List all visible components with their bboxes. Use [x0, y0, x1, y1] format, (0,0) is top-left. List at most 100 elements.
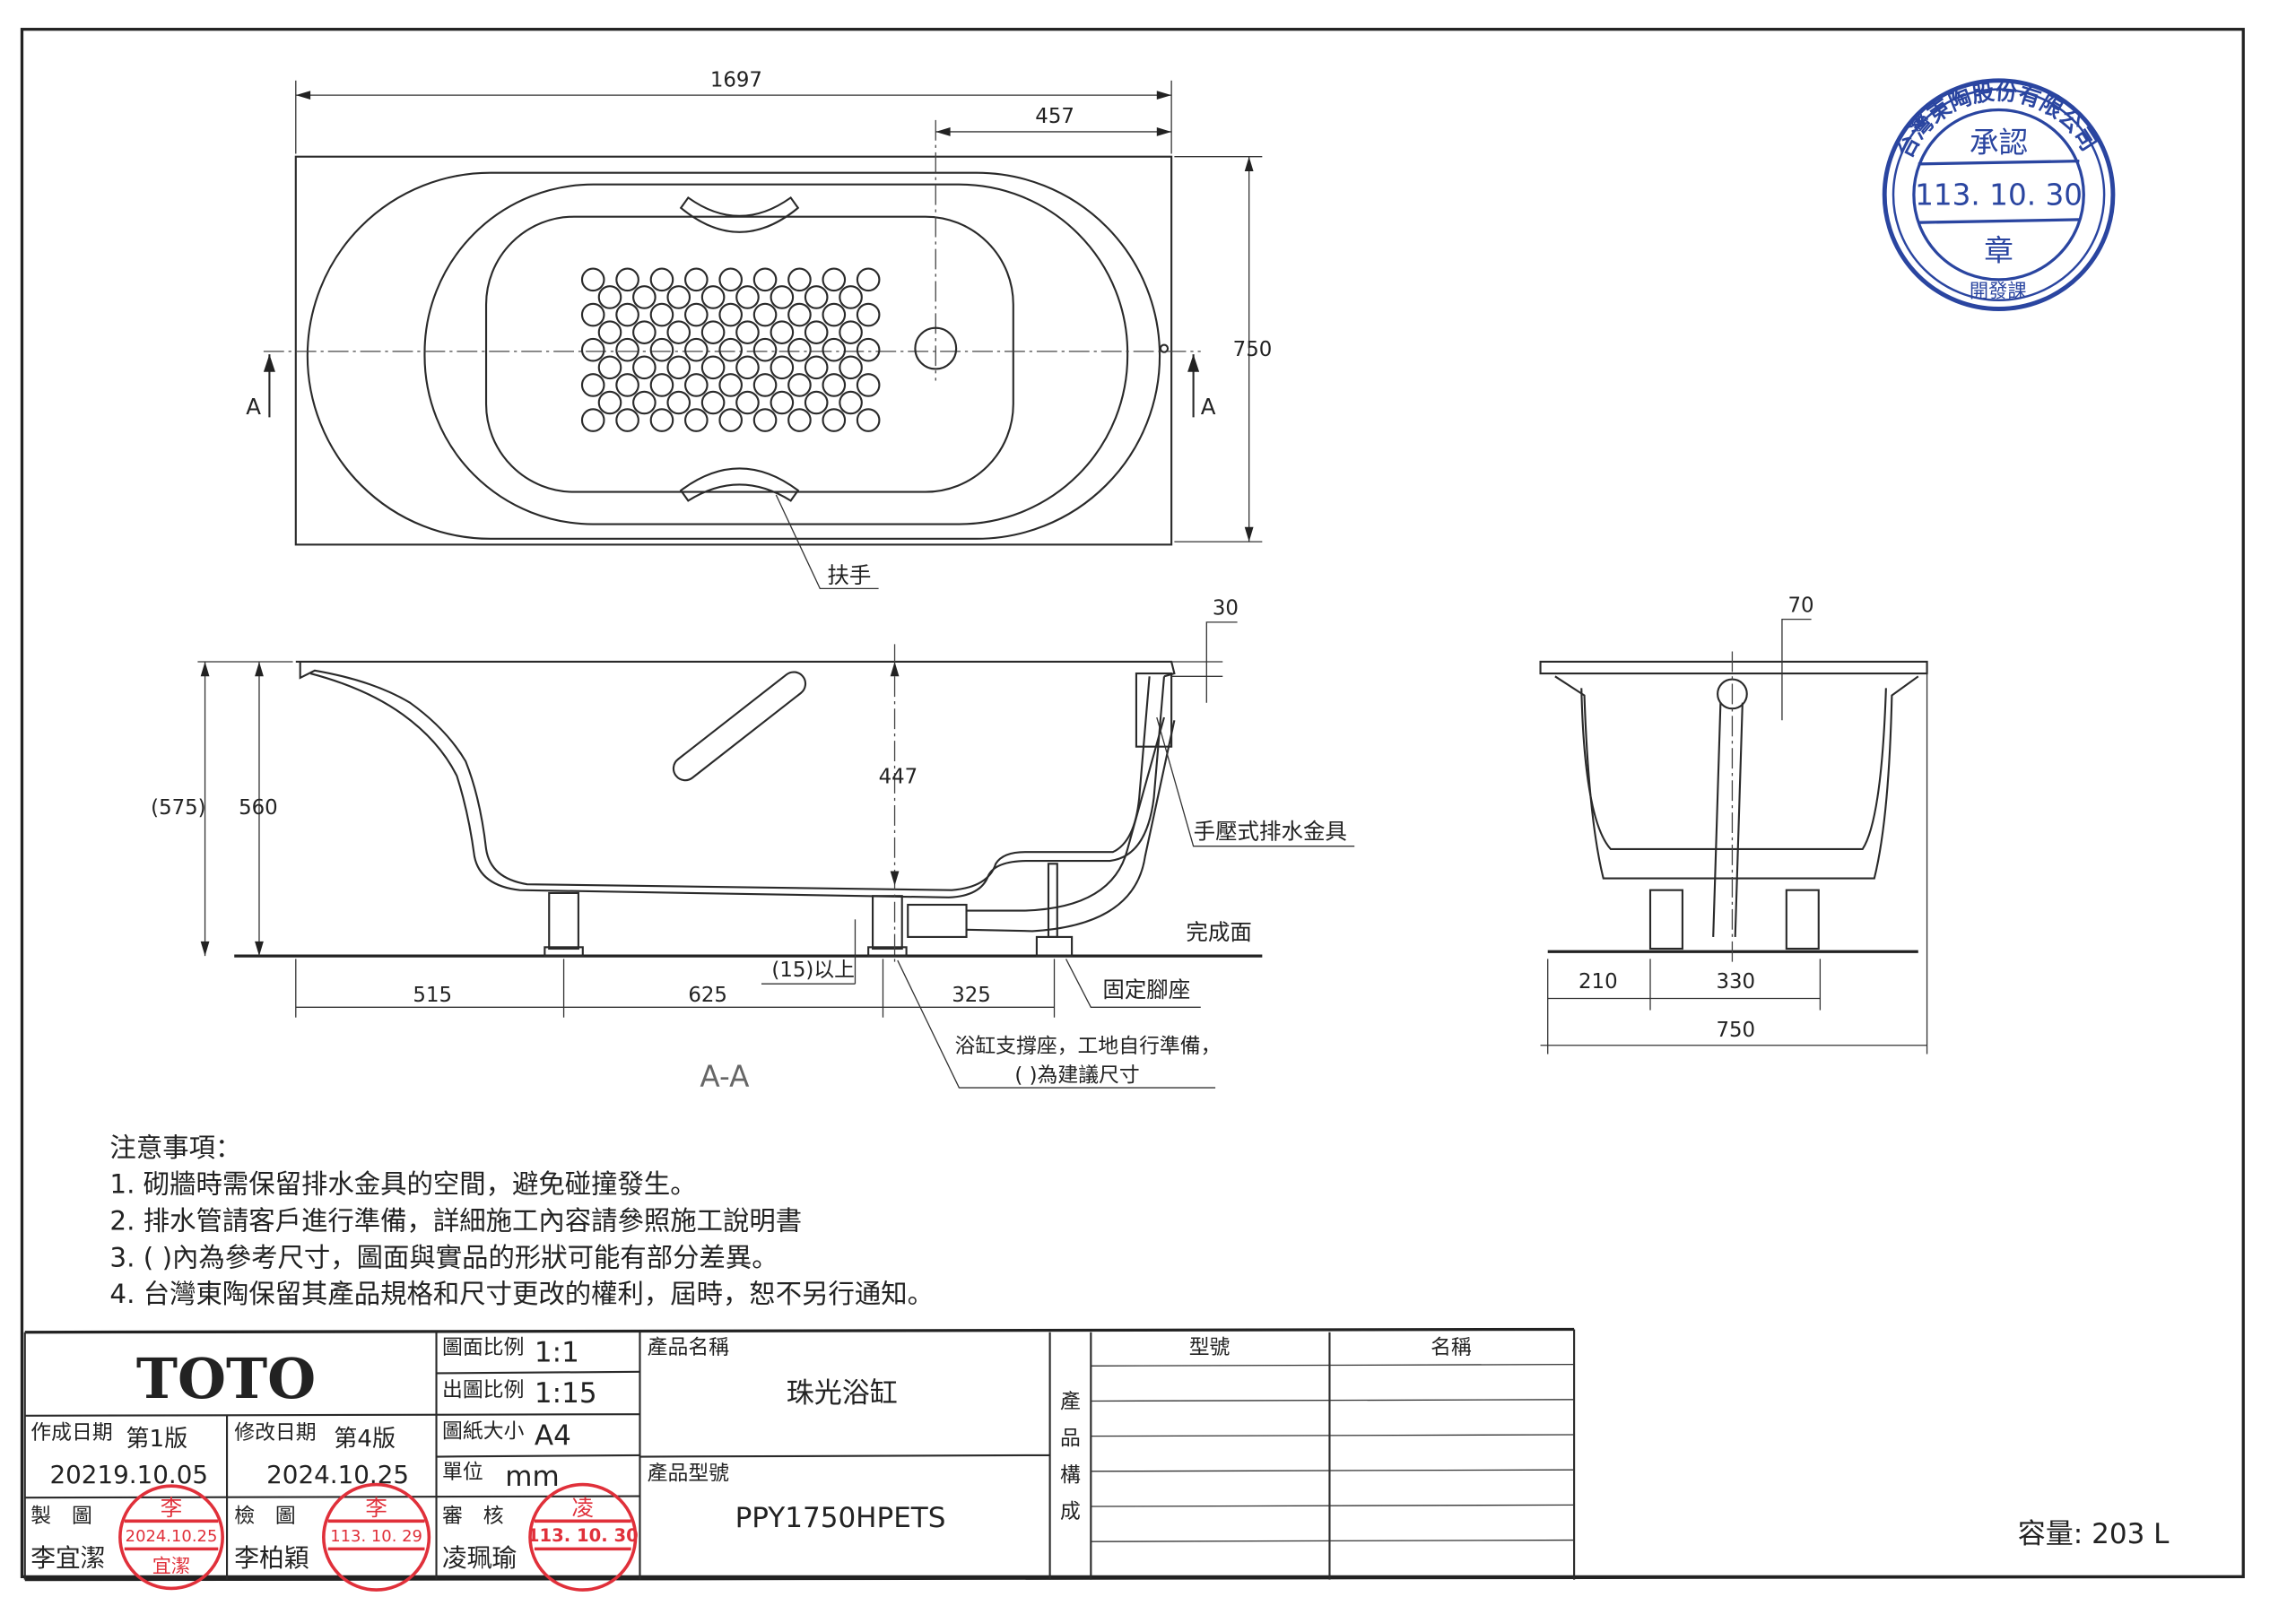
anti-slip-dot — [700, 320, 726, 344]
created-date: 20219.10.05 — [50, 1460, 209, 1489]
composition-label: 產 — [1060, 1391, 1081, 1414]
anti-slip-dot — [787, 302, 812, 327]
note-item: 1. 砌牆時需保留排水金具的空間，避免碰撞發生。 — [109, 1169, 696, 1200]
anti-slip-dot — [839, 320, 863, 344]
anti-slip-dot — [649, 337, 674, 362]
anti-slip-dot — [752, 337, 778, 362]
note-item: 4. 台灣東陶保留其產品規格和尺寸更改的權利，屆時，恕不另行通知。 — [109, 1279, 934, 1309]
anti-slip-dot-pattern — [580, 267, 881, 432]
anti-slip-dot — [615, 302, 639, 327]
anti-slip-dot — [615, 408, 639, 432]
handle-top — [679, 195, 800, 233]
toto-logo: TOTO — [136, 1346, 316, 1411]
anti-slip-dot — [615, 337, 639, 362]
stamp-seal: 章 — [1984, 234, 2013, 268]
anti-slip-dot — [822, 267, 847, 292]
anti-slip-dot — [580, 373, 605, 397]
dim-clearance: (15)以上 — [771, 959, 855, 982]
anti-slip-dot — [787, 408, 812, 432]
anti-slip-dot — [856, 337, 881, 362]
anti-slip-dot — [770, 355, 795, 380]
dim-depth: 560 — [239, 796, 278, 820]
anti-slip-dot — [649, 267, 674, 292]
support-leg-1 — [548, 891, 579, 950]
anti-slip-dot — [787, 267, 812, 292]
anti-slip-dot — [649, 408, 674, 432]
sheet-border — [20, 28, 2245, 1579]
anti-slip-dot — [700, 285, 726, 309]
end-view: 70 210 330 750 — [1539, 594, 1928, 1055]
revised-version: 第4版 — [334, 1426, 396, 1453]
product-name: 珠光浴缸 — [787, 1377, 898, 1410]
dim-rim: 30 — [1213, 597, 1239, 621]
product-model: PPY1750HPETS — [735, 1502, 946, 1534]
product-model-label: 產品型號 — [648, 1462, 730, 1486]
support-leg-2 — [872, 895, 903, 950]
anti-slip-dot — [649, 373, 674, 397]
approval-stamp: 台灣東陶股份有限公司 承認 113. 10. 30 章 開發課 — [1882, 78, 2116, 311]
created-label: 作成日期 — [30, 1421, 112, 1445]
drawn-stamp: 李 2024.10.25 宜潔 — [118, 1484, 224, 1591]
paper-size: A4 — [535, 1419, 571, 1452]
anti-slip-dot — [822, 373, 847, 397]
fixed-foot — [1035, 935, 1074, 958]
anti-slip-dot — [632, 355, 657, 380]
anti-slip-dot — [580, 337, 605, 362]
checked-by: 李柏穎 — [234, 1543, 309, 1573]
anti-slip-dot — [632, 320, 657, 344]
anti-slip-dot — [718, 373, 744, 397]
floor-label: 完成面 — [1186, 919, 1251, 945]
drawing-scale-label: 圖面比例 — [442, 1336, 524, 1359]
anti-slip-dot — [856, 373, 881, 397]
anti-slip-dot — [735, 355, 760, 380]
title-block: TOTO 圖面比例 1:1 出圖比例 1:15 圖紙大小 A4 單位 mm 作成… — [23, 1327, 2244, 1592]
anti-slip-dot — [752, 302, 778, 327]
anti-slip-dot — [700, 390, 726, 415]
created-version: 第1版 — [126, 1426, 187, 1453]
anti-slip-dot — [580, 408, 605, 432]
anti-slip-dot — [856, 302, 881, 327]
drain-hole — [914, 326, 958, 370]
product-name-label: 產品名稱 — [648, 1336, 730, 1359]
output-scale: 1:15 — [535, 1377, 597, 1410]
anti-slip-dot — [752, 267, 778, 292]
dim-span-2: 625 — [688, 984, 727, 1007]
anti-slip-dot — [839, 285, 863, 309]
anti-slip-dot — [597, 390, 622, 415]
dim-span-1: 515 — [413, 984, 452, 1007]
stamp-dept: 開發課 — [1970, 280, 2027, 302]
unit-label: 單位 — [442, 1461, 483, 1484]
anti-slip-dot — [839, 355, 863, 380]
anti-slip-dot — [597, 355, 622, 380]
anti-slip-dot — [666, 355, 691, 380]
composition-label: 品 — [1060, 1427, 1081, 1450]
end-dim-span-2: 330 — [1716, 970, 1755, 994]
anti-slip-dot — [787, 337, 812, 362]
anti-slip-dot — [822, 302, 847, 327]
dim-inner-depth: 447 — [879, 765, 918, 788]
output-scale-label: 出圖比例 — [442, 1379, 524, 1402]
checked-label: 檢 圖 — [234, 1505, 296, 1528]
approved-label: 審 核 — [442, 1505, 504, 1528]
top-view: A A 1697 457 750 扶手 — [246, 68, 1272, 590]
approval-text: 承認 — [1970, 126, 2028, 160]
handle-bottom — [679, 467, 800, 502]
drawn-by: 李宜潔 — [30, 1543, 105, 1573]
support-note-1: 浴缸支撐座，工地自行準備， — [954, 1035, 1221, 1058]
note-item: 2. 排水管請客戶進行準備，詳細施工內容請參照施工說明書 — [109, 1205, 802, 1236]
anti-slip-dot — [770, 285, 795, 309]
anti-slip-dot — [684, 302, 709, 327]
anti-slip-dot — [839, 390, 863, 415]
section-view: (575) 560 447 30 手壓式排水金具 完成面 固定腳座 (15)以上… — [151, 597, 1355, 1093]
drawing-scale: 1:1 — [535, 1336, 579, 1368]
checked-stamp: 李 113. 10. 29 — [322, 1482, 431, 1592]
anti-slip-dot — [787, 373, 812, 397]
anti-slip-dot — [752, 408, 778, 432]
header-name: 名稱 — [1431, 1336, 1472, 1359]
support-note-2: ( )為建議尺寸 — [1014, 1064, 1139, 1088]
anti-slip-dot — [718, 408, 744, 432]
drain-label: 手壓式排水金具 — [1194, 819, 1347, 845]
anti-slip-dot — [684, 373, 709, 397]
svg-text:凌: 凌 — [572, 1495, 594, 1521]
foot-label: 固定腳座 — [1102, 976, 1190, 1002]
